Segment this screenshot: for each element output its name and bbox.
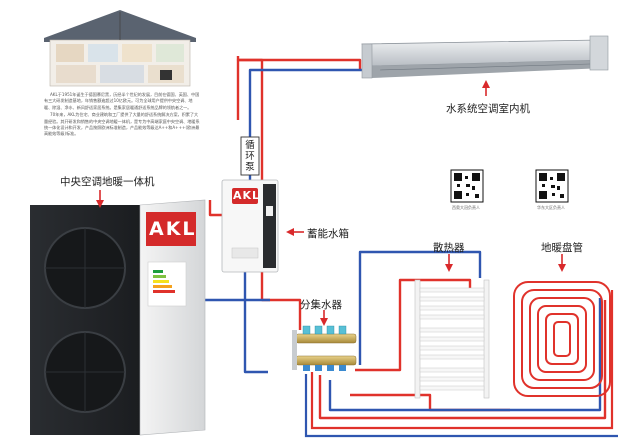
cold-pipe-manifold-tank: [243, 272, 268, 374]
hot-pipe-to-tank: [208, 200, 222, 217]
radiator-label: 散热器: [433, 242, 465, 254]
qr-code-icon: [535, 169, 569, 203]
qr-caption-1: 西奥大冠负责人: [452, 205, 480, 210]
qr-caption-2: 华东大区负责人: [537, 205, 565, 210]
hot-pipe-tank-manifold: [260, 270, 302, 330]
storage-tank-label: 蓄能水箱: [307, 228, 349, 240]
hot-water-pipes: [208, 56, 607, 420]
hot-pipe-to-radiator: [355, 278, 472, 372]
circulation-pump-label: 循环泵: [245, 140, 255, 173]
cold-pipe-indoor: [248, 68, 374, 180]
hot-pipe-return-loop: [318, 300, 607, 420]
manifold-label: 分集水器: [300, 299, 342, 311]
cold-pipe-to-radiator: [358, 250, 482, 365]
qr-code-icon: [450, 169, 484, 203]
cold-pipe-manifold-right: [328, 298, 602, 412]
intro-text: AKL于1951年诞生于德国慕尼黑，历经半个世纪的发展，目前在德国、英国、中国有…: [44, 92, 200, 139]
heat-pump-unit-icon: [30, 199, 206, 436]
return-pipes-bottom: [304, 290, 618, 438]
indoor-unit-label: 水系统空调室内机: [446, 103, 530, 115]
water-tank-icon: [221, 179, 279, 273]
unit-logo-text: AKL: [149, 218, 197, 240]
tank-logo-text: AKL: [233, 189, 261, 202]
floor-heating-coil-icon: [513, 281, 611, 397]
intro-paragraph-2: 70年来，AKL为住宅、商业建筑和工厂提供了大量的舒适系统解决方案，积累了大量经…: [44, 112, 200, 137]
house-illustration-icon: [44, 10, 196, 87]
intro-paragraph-1: AKL于1951年诞生于德国慕尼黑，历经半个世纪的发展，目前在德国、英国、中国有…: [44, 92, 200, 110]
manifold-icon: [292, 325, 357, 371]
hot-pipe-indoor-left: [236, 56, 362, 70]
ducted-indoor-unit-icon: [361, 35, 609, 79]
energy-label-bars: [153, 270, 175, 293]
outdoor-unit-label: 中央空调地暖一体机: [60, 176, 155, 188]
circulation-pump-box: [240, 136, 260, 176]
floor-heating-label: 地暖盘管: [541, 242, 583, 254]
radiator-icon: [414, 279, 490, 399]
